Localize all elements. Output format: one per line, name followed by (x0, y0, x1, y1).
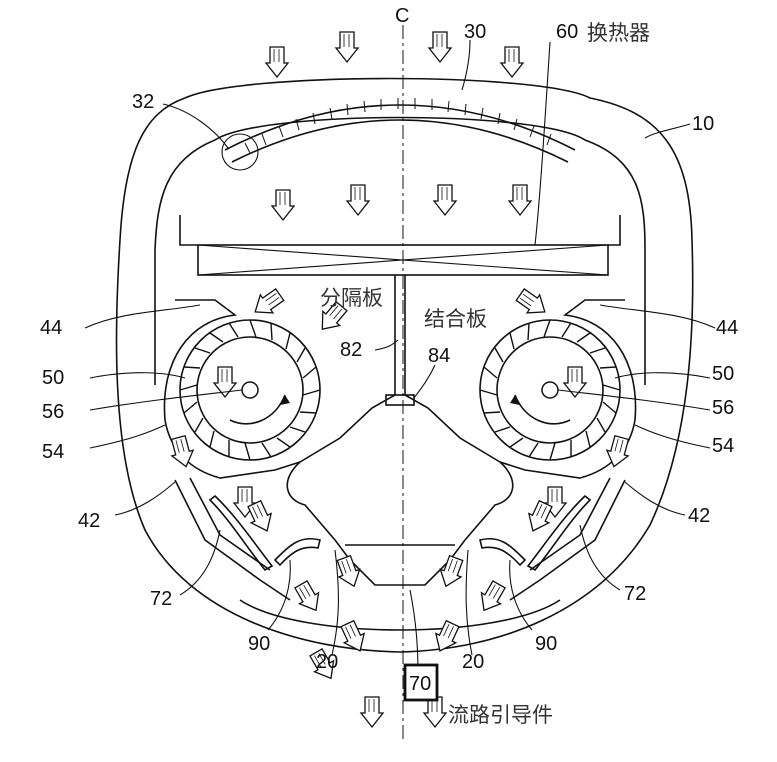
ref-70: 70 (409, 673, 431, 695)
left-fan (179, 319, 321, 461)
ref-60: 60 (556, 21, 578, 43)
ref-44-left: 44 (40, 317, 62, 339)
ref-50-right: 50 (712, 363, 734, 385)
right-fan (479, 319, 621, 461)
ref-10: 10 (692, 113, 714, 135)
ref-50-left: 50 (42, 367, 64, 389)
ref-56-right: 56 (712, 397, 734, 419)
ref-20-right: 20 (462, 651, 484, 673)
ref-54-right: 54 (712, 435, 734, 457)
detail-circle-32 (221, 133, 259, 171)
leader-lines (84, 39, 716, 671)
right-duct (509, 477, 626, 601)
ref-84: 84 (428, 345, 450, 367)
ref-54-left: 54 (42, 441, 64, 463)
left-vane-72 (208, 494, 274, 572)
heat-exchanger-label: 换热器 (587, 21, 650, 45)
right-vane-72 (526, 494, 592, 572)
outer-housing (115, 77, 694, 653)
ref-32: 32 (132, 91, 154, 113)
inner-housing (154, 116, 646, 385)
left-duct (174, 477, 291, 601)
partition-plate (299, 275, 501, 463)
ref-44-right: 44 (716, 317, 738, 339)
filter-hatching (244, 98, 552, 154)
axis-label-c: C (395, 5, 409, 27)
ref-42-left: 42 (78, 510, 100, 532)
coupling-label: 结合板 (424, 307, 487, 331)
airflow-arrows (167, 31, 633, 728)
ref-30: 30 (464, 21, 486, 43)
filter-30 (224, 104, 576, 151)
ref-90-right: 90 (535, 633, 557, 655)
coupling-plate (385, 394, 415, 406)
right-fan-casing (499, 299, 637, 479)
partition-label: 分隔板 (320, 286, 383, 310)
flow-guide-label: 流路引导件 (448, 703, 553, 727)
ref-56-left: 56 (42, 401, 64, 423)
ref-82: 82 (340, 339, 362, 361)
left-vane-90 (273, 538, 321, 567)
ref-90-left: 90 (248, 633, 270, 655)
ref-70-box (403, 663, 439, 702)
ref-42-right: 42 (688, 505, 710, 527)
ref-72-right: 72 (624, 583, 646, 605)
right-vane-90 (479, 538, 527, 567)
ref-72-left: 72 (150, 588, 172, 610)
left-fan-casing (163, 299, 301, 479)
ref-20-left: 20 (316, 651, 338, 673)
flow-guide-70 (286, 461, 514, 586)
